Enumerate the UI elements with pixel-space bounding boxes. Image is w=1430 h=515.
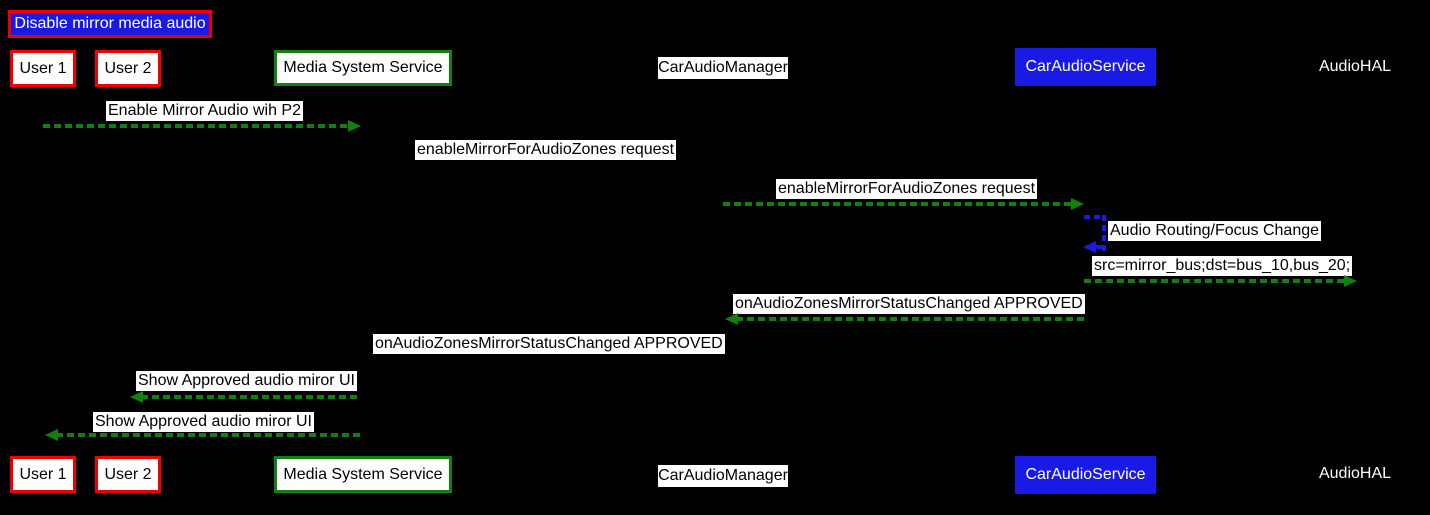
dashed-line — [43, 124, 350, 128]
participant-media-system-service-bottom: Media System Service — [274, 456, 452, 493]
self-loop-top-segment — [1084, 215, 1106, 219]
participant-caraudioservice-bottom: CarAudioService — [1015, 456, 1156, 494]
arrow-enable-mirror-audio — [43, 120, 361, 132]
participant-user1-bottom: User 1 — [10, 456, 76, 493]
participant-user2-top: User 2 — [95, 50, 161, 87]
arrow-status-changed-approved — [725, 313, 1084, 325]
participant-caraudiomanager-bottom: CarAudioManager — [658, 465, 788, 487]
arrowhead-right-icon — [1071, 198, 1084, 210]
dashed-line — [723, 202, 1073, 206]
dashed-line — [141, 395, 361, 399]
message-label-src-mirror-bus: src=mirror_bus;dst=bus_10,bus_20; — [1092, 256, 1353, 276]
diagram-title: Disable mirror media audio — [8, 10, 212, 38]
message-label-show-approved-ui-1: Show Approved audio miror UI — [136, 371, 357, 391]
message-label-show-approved-ui-2: Show Approved audio miror UI — [93, 412, 314, 432]
arrow-show-approved-ui-user1 — [45, 429, 361, 441]
arrow-show-approved-ui-user2 — [130, 391, 361, 403]
participant-audiohal-top: AudioHAL — [1318, 58, 1392, 75]
participant-media-system-service-top: Media System Service — [274, 50, 452, 86]
participant-audiohal-bottom: AudioHAL — [1318, 465, 1392, 482]
arrowhead-left-icon — [45, 429, 58, 441]
arrow-src-mirror-bus — [1084, 275, 1357, 287]
participant-caraudioservice-top: CarAudioService — [1015, 48, 1156, 86]
arrowhead-left-icon — [130, 391, 143, 403]
message-label-status-changed-approved-2: onAudioZonesMirrorStatusChanged APPROVED — [373, 334, 725, 354]
participant-user2-bottom: User 2 — [95, 456, 161, 493]
participant-user1-top: User 1 — [10, 50, 76, 87]
arrowhead-left-icon — [725, 313, 738, 325]
arrowhead-right-icon — [348, 120, 361, 132]
dashed-line — [56, 433, 361, 437]
dashed-line — [736, 317, 1084, 321]
message-label-enablemirror-request-2: enableMirrorForAudioZones request — [776, 179, 1038, 199]
arrowhead-left-blue-icon — [1083, 241, 1096, 253]
self-loop-right-segment — [1102, 215, 1106, 251]
self-loop-bottom-segment — [1096, 245, 1106, 249]
message-label-enable-mirror-audio: Enable Mirror Audio wih P2 — [106, 101, 303, 121]
message-label-audio-routing-focus-change: Audio Routing/Focus Change — [1108, 221, 1322, 241]
message-label-status-changed-approved-1: onAudioZonesMirrorStatusChanged APPROVED — [733, 294, 1085, 314]
arrowhead-right-icon — [1344, 275, 1357, 287]
dashed-line — [1084, 279, 1346, 283]
arrow-enablemirror-request — [723, 198, 1084, 210]
message-label-enablemirror-request-1: enableMirrorForAudioZones request — [415, 140, 677, 160]
participant-caraudiomanager-top: CarAudioManager — [658, 57, 788, 79]
